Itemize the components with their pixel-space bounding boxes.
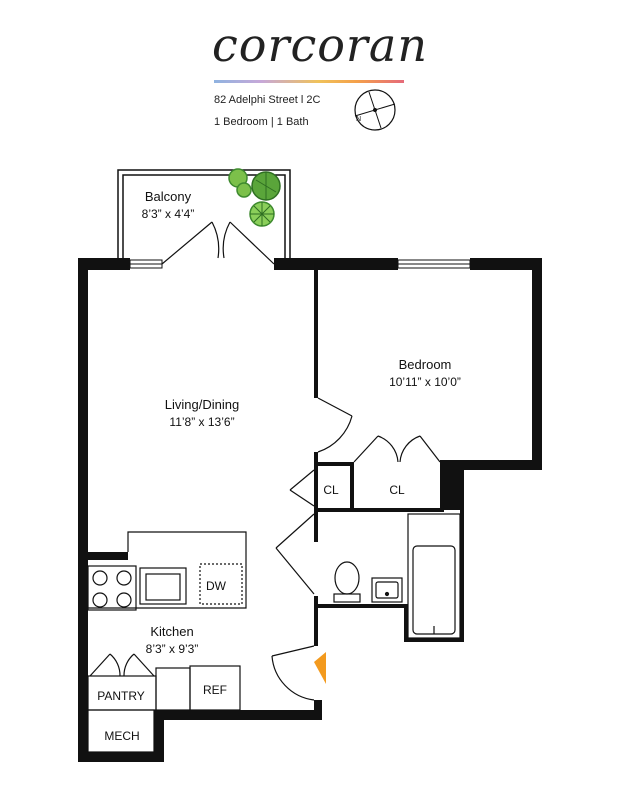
window <box>129 259 471 269</box>
balcony-label: Balcony <box>145 189 192 204</box>
compass-north-label: N <box>356 116 361 123</box>
brand-name: corcoran <box>212 18 428 72</box>
mech-label: MECH <box>104 729 139 743</box>
pantry-doors <box>87 653 157 753</box>
bedroom-label: Bedroom <box>399 357 452 372</box>
walls <box>78 258 542 762</box>
brand-logo: corcoran <box>212 18 427 78</box>
brand-color-bar <box>214 80 404 83</box>
closet-label: CL <box>323 483 339 497</box>
refrigerator <box>155 665 241 711</box>
balcony-dims: 8’3” x 4’4” <box>142 207 195 221</box>
plant-icon <box>228 168 281 227</box>
pantry-label: PANTRY <box>97 689 145 703</box>
bathroom-door <box>275 513 315 595</box>
bedroom-dims: 10’11” x 10’0” <box>389 375 461 389</box>
closet-label: CL <box>389 483 405 497</box>
kitchen-counter <box>88 531 247 609</box>
closet-door <box>353 435 441 463</box>
fridge-label: REF <box>203 683 227 697</box>
kitchen-dims: 8’3” x 9’3” <box>146 642 199 656</box>
stove-icon <box>87 565 137 611</box>
listing-address: 82 Adelphi Street l 2C <box>214 94 321 106</box>
closet-door <box>289 469 315 507</box>
entry-door <box>271 645 315 701</box>
compass-icon: N <box>354 89 396 131</box>
listing-unit-type: 1 Bedroom | 1 Bath <box>214 116 309 128</box>
living-dims: 11’8” x 13’6” <box>169 415 234 429</box>
entry-arrow-icon <box>314 652 326 684</box>
balcony-doors <box>161 221 275 265</box>
dishwasher-label: DW <box>206 579 227 593</box>
toilet-icon <box>333 561 361 603</box>
living-label: Living/Dining <box>165 397 239 412</box>
kitchen-label: Kitchen <box>150 624 193 639</box>
bathtub <box>407 513 461 639</box>
bedroom-door <box>317 397 353 453</box>
balcony-outline <box>117 169 291 258</box>
sink-icon <box>371 577 403 603</box>
